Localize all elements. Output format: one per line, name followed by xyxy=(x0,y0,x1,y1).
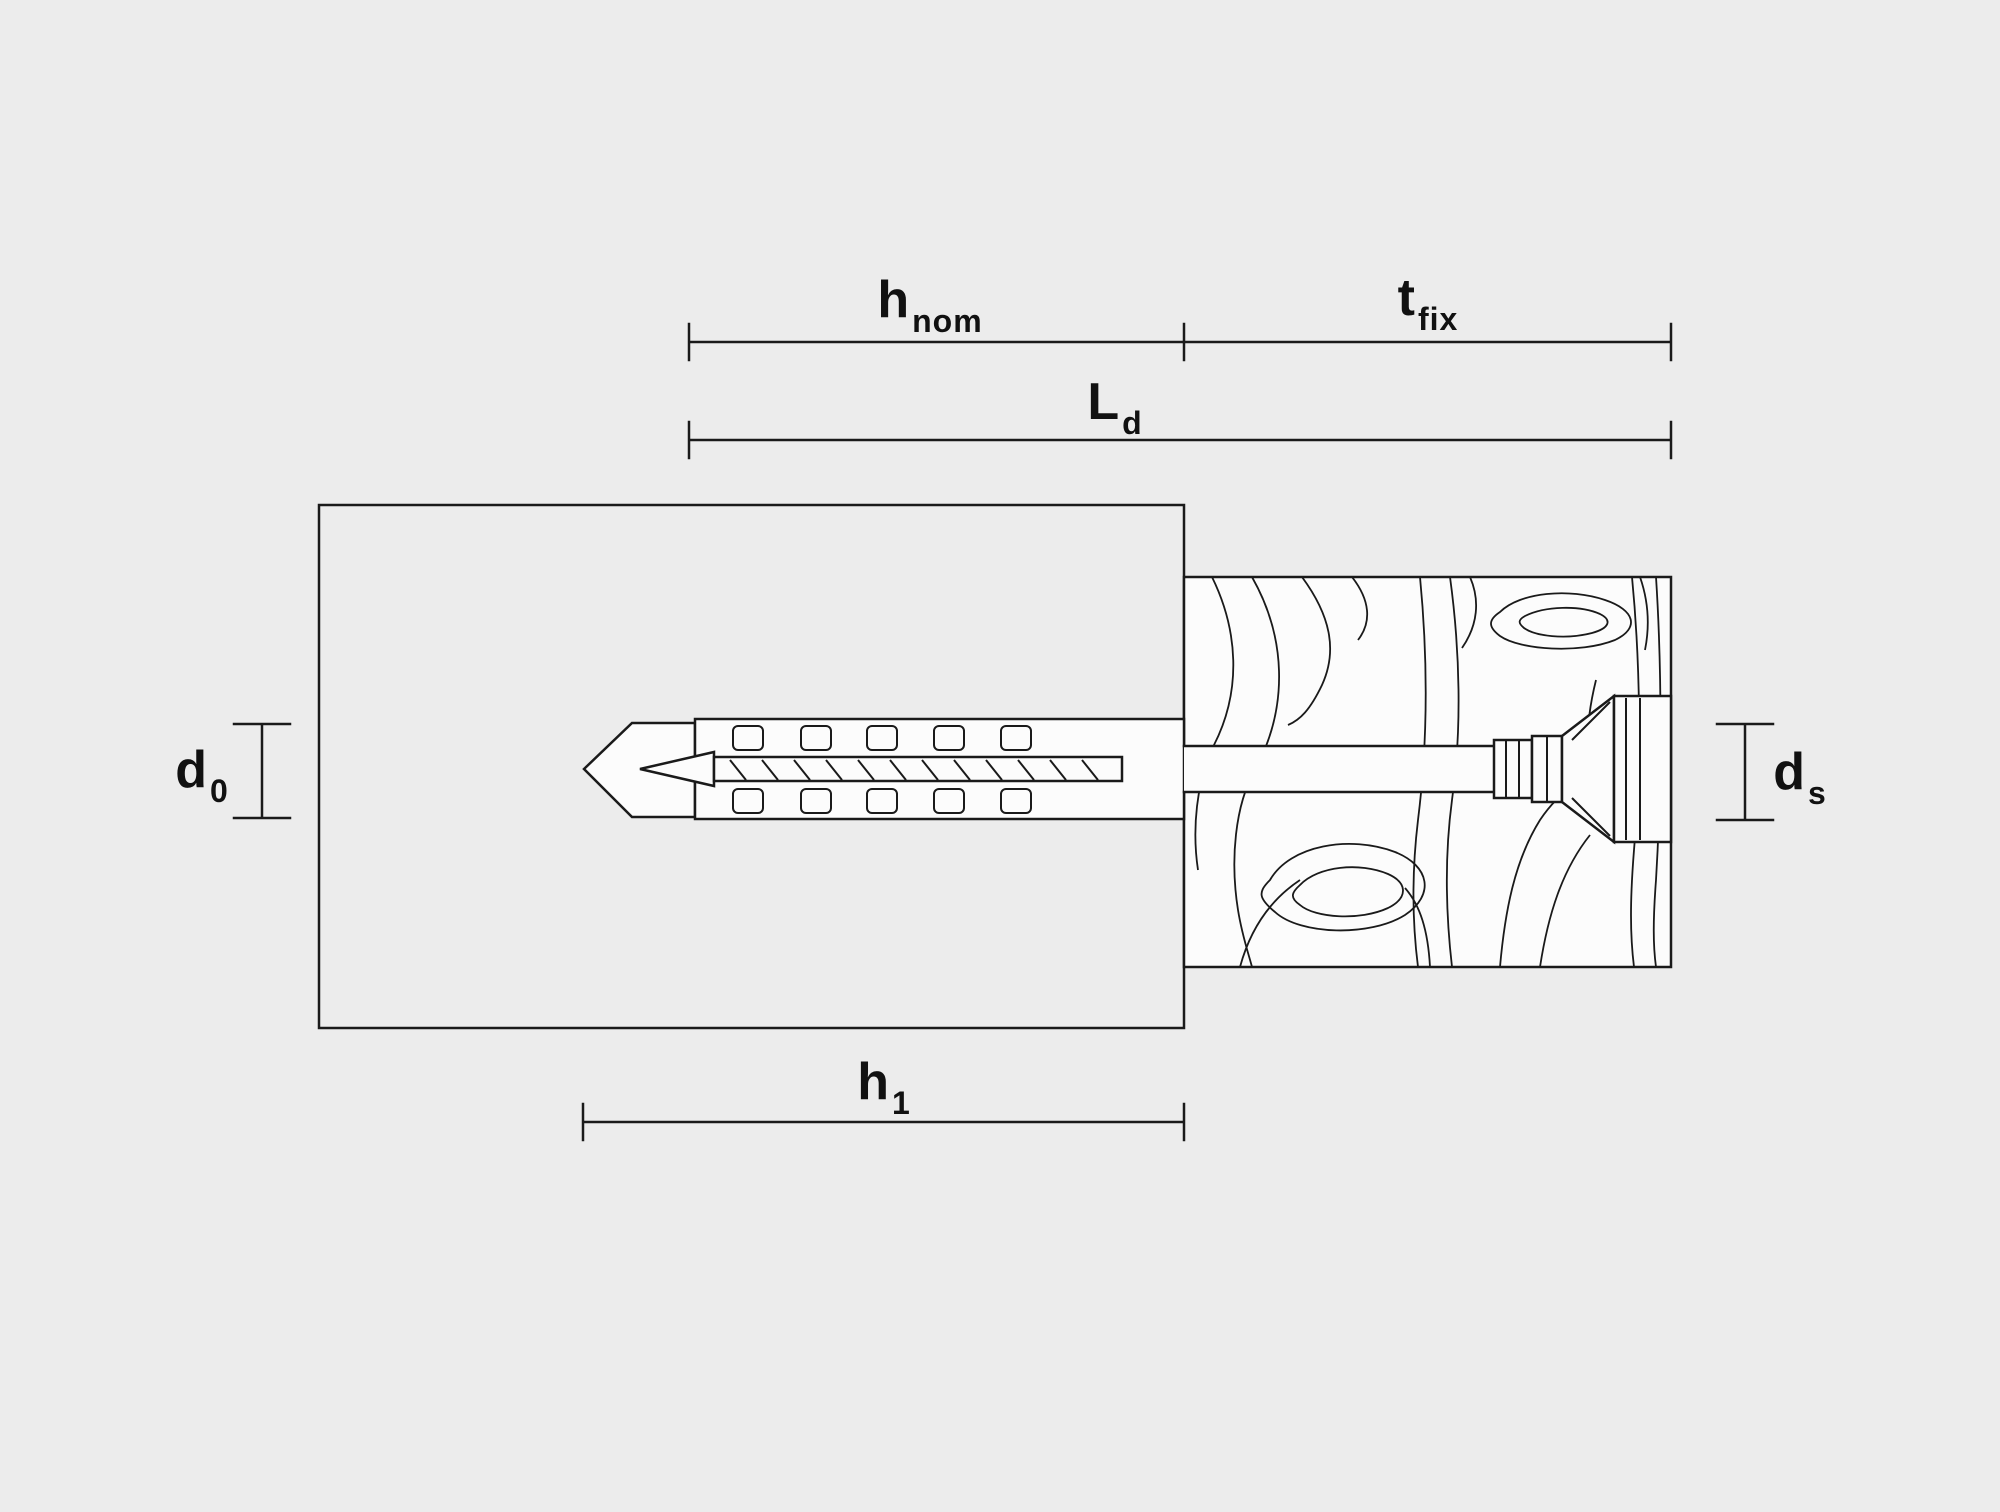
d-s-dimension-bracket xyxy=(1715,722,1775,822)
screw-thread-slot xyxy=(712,755,1124,783)
screw-head xyxy=(1612,694,1673,844)
d-0-label-main: d xyxy=(175,741,208,799)
plug-hole xyxy=(866,725,898,751)
plug-hole xyxy=(933,725,965,751)
screw xyxy=(1182,693,1673,845)
d-0-label-sub: 0 xyxy=(209,773,229,809)
t-fix-label: tfix xyxy=(1397,269,1459,335)
d-0-dimension-bracket xyxy=(232,722,292,820)
plug-hole xyxy=(866,788,898,814)
plug-hole xyxy=(800,788,832,814)
d-s-label: ds xyxy=(1773,743,1827,809)
screw-groove-section xyxy=(1492,738,1534,800)
l-d-label: Ld xyxy=(1087,373,1142,439)
h-1-label-sub: 1 xyxy=(891,1085,911,1121)
t-fix-label-sub: fix xyxy=(1417,301,1459,337)
screw-head-rim-lines xyxy=(1625,698,1641,840)
h-1-label-main: h xyxy=(857,1053,890,1111)
plug-hole xyxy=(732,725,764,751)
plug-holes-top xyxy=(732,725,1032,751)
plug-holes-bottom xyxy=(732,788,1032,814)
screw-shank-outline xyxy=(1182,744,1496,794)
t-fix-dimension-line xyxy=(1182,322,1673,362)
dimension-lines xyxy=(232,322,1775,1142)
screw-thread-hatch xyxy=(729,759,1099,781)
plug-hole xyxy=(933,788,965,814)
l-d-label-main: L xyxy=(1087,373,1121,431)
d-s-label-sub: s xyxy=(1807,775,1827,811)
l-d-label-sub: d xyxy=(1122,405,1143,441)
wood-grain-pattern xyxy=(1194,577,1662,967)
plug-hole xyxy=(800,725,832,751)
plug-hole xyxy=(1000,725,1032,751)
anchor-plug xyxy=(582,717,1186,821)
l-d-dimension-line xyxy=(687,420,1673,460)
h-nom-label-sub: nom xyxy=(912,303,983,339)
d-0-label: d0 xyxy=(175,741,229,807)
screw-groove-lines xyxy=(1505,741,1520,797)
d-s-label-main: d xyxy=(1773,743,1806,801)
h-nom-label-main: h xyxy=(877,271,911,329)
h-nom-label: hnom xyxy=(877,271,982,337)
screw-head-cone-shading xyxy=(1571,701,1611,837)
t-fix-label-main: t xyxy=(1397,269,1416,327)
h-1-label: h1 xyxy=(857,1053,911,1119)
h-1-dimension-line xyxy=(581,1102,1186,1142)
plug-hole xyxy=(1000,788,1032,814)
plug-hole xyxy=(732,788,764,814)
screw-shank xyxy=(1184,746,1494,792)
